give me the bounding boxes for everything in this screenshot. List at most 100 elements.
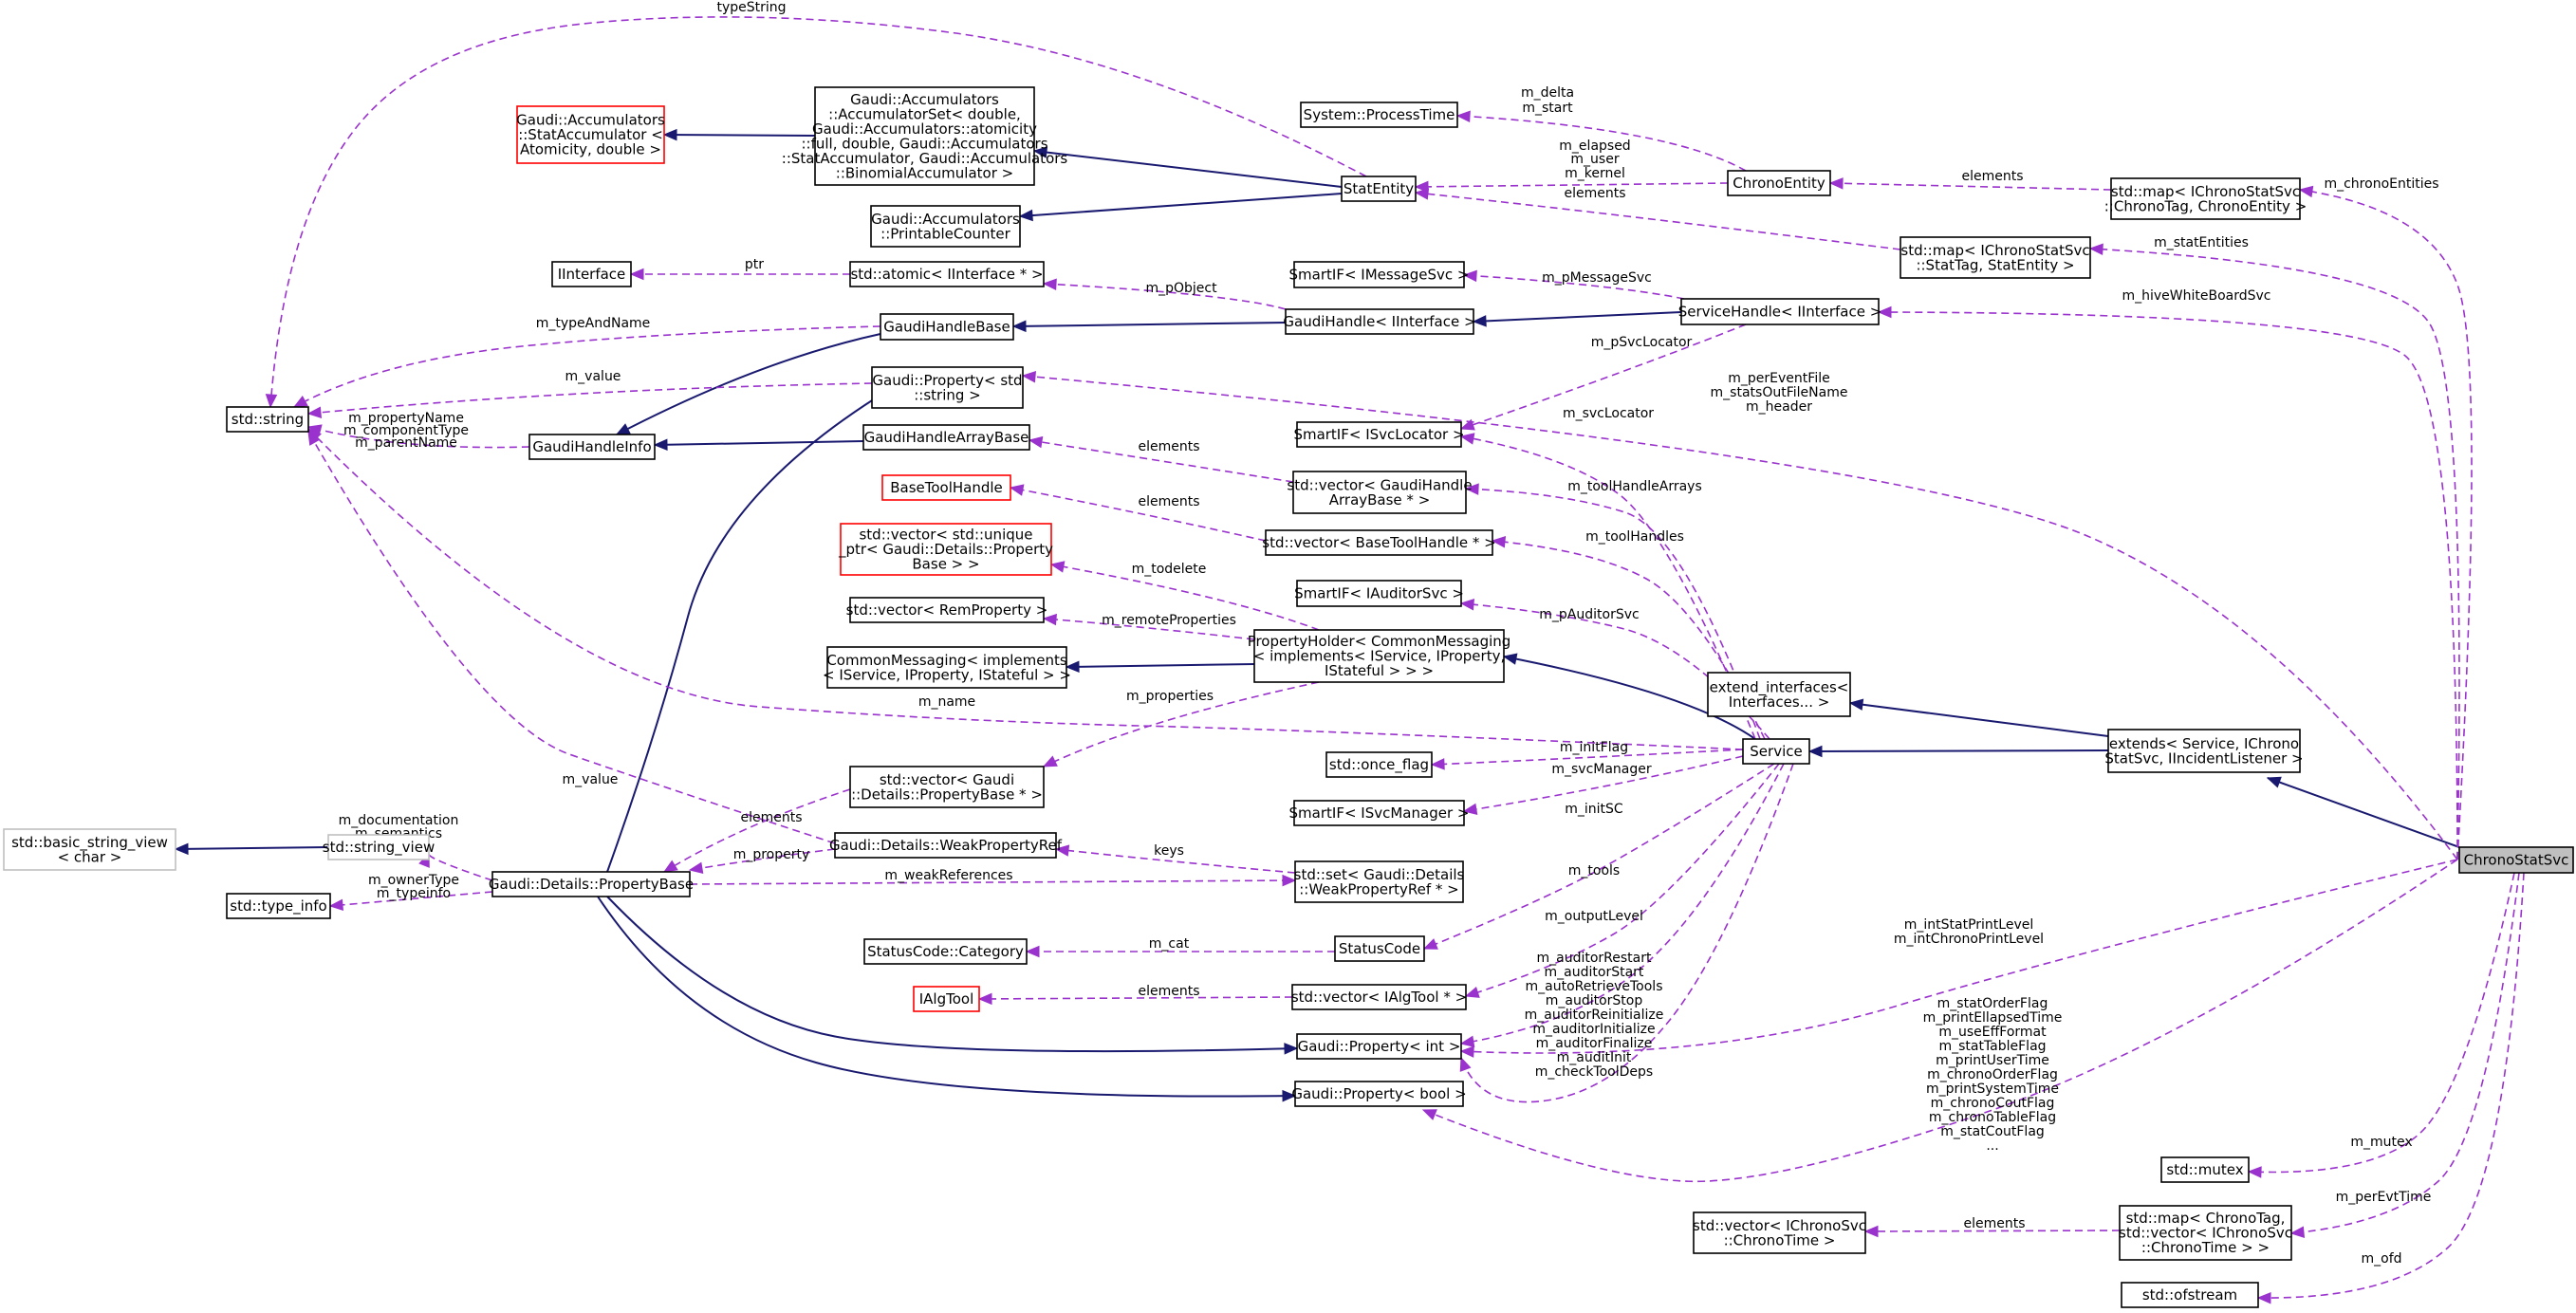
node-extend_interfaces[interactable]: extend_interfaces<Interfaces... > — [1707, 672, 1851, 717]
usage-arrowhead — [1462, 803, 1478, 816]
edge-label: m_header — [1746, 399, 1812, 415]
edge-propertyholder-service — [1502, 653, 1756, 740]
edge-elements_statentity: elements — [1414, 186, 1901, 250]
edge-label: m_auditorStop — [1546, 993, 1643, 1008]
usage-arrowhead — [292, 396, 308, 408]
node-std_once_flag[interactable]: std::once_flag — [1325, 751, 1433, 778]
node-commonmessaging[interactable]: CommonMessaging< implements< IService, I… — [823, 646, 1071, 689]
usage-arrowhead — [1491, 536, 1507, 548]
node-statuscode[interactable]: StatusCode — [1334, 935, 1425, 962]
node-box — [1285, 308, 1474, 335]
edge-m_perevttime: m_perEvtTime — [2289, 872, 2520, 1238]
node-label: std::map< IChronoStatSvc — [2111, 183, 2300, 200]
node-statuscode_category[interactable]: StatusCode::Category — [863, 938, 1028, 965]
node-label: IAlgTool — [919, 990, 974, 1008]
node-property_string[interactable]: Gaudi::Property< std::string > — [871, 366, 1024, 409]
node-gaudihandlebase[interactable]: GaudiHandleBase — [880, 313, 1014, 341]
node-vec_gaudihandlearraybase[interactable]: std::vector< GaudiHandleArrayBase * > — [1287, 471, 1473, 514]
node-propertybase[interactable]: Gaudi::Details::PropertyBase — [489, 871, 694, 897]
edge-printablecounter-statentity — [1018, 193, 1343, 222]
node-servicehandle[interactable]: ServiceHandle< IInterface > — [1678, 298, 1882, 325]
node-vec_ialgtool[interactable]: std::vector< IAlgTool * > — [1291, 984, 1467, 1010]
node-std_ofstream[interactable]: std::ofstream — [2121, 1282, 2259, 1308]
node-gaudihandleinfo[interactable]: GaudiHandleInfo — [528, 434, 656, 460]
node-map_chronotime[interactable]: std::map< ChronoTag,std::vector< IChrono… — [2119, 1205, 2292, 1261]
node-vec_basetoolhandle[interactable]: std::vector< BaseToolHandle * > — [1262, 529, 1496, 556]
edge-label: m_auditorStart — [1545, 965, 1644, 980]
inheritance-arrowhead — [653, 438, 668, 452]
node-vec_chronotime[interactable]: std::vector< IChronoSvc::ChronoTime > — [1693, 1211, 1866, 1254]
node-basetoolhandle[interactable]: BaseToolHandle — [881, 474, 1011, 501]
node-propertyholder[interactable]: PropertyHolder< CommonMessaging< impleme… — [1248, 629, 1511, 683]
node-string_view[interactable]: std::string_view — [323, 834, 435, 860]
edge-extend_interfaces-extends — [1848, 698, 2109, 737]
node-smartif_isvcmanager[interactable]: SmartIF< ISvcManager > — [1289, 800, 1470, 826]
node-box — [1292, 471, 1467, 514]
node-ialgtool[interactable]: IAlgTool — [913, 986, 980, 1012]
edge-label: m_chronoEntities — [2324, 176, 2438, 192]
node-set_weakpropertyref[interactable]: std::set< Gaudi::Details::WeakPropertyRe… — [1294, 860, 1465, 903]
node-service[interactable]: Service — [1742, 738, 1810, 765]
node-label: ::string > — [914, 386, 981, 403]
node-atomic_iinterface[interactable]: std::atomic< IInterface * > — [849, 261, 1045, 287]
node-iinterface[interactable]: IInterface — [551, 261, 632, 287]
usage-edge — [293, 325, 881, 408]
node-smartif_imessagesvc[interactable]: SmartIF< IMessageSvc > — [1289, 261, 1470, 288]
node-stataccumulator[interactable]: Gaudi::Accumulators::StatAccumulator <At… — [516, 105, 665, 164]
node-property_int[interactable]: Gaudi::Property< int > — [1296, 1033, 1462, 1060]
edge-label: m_kernel — [1565, 166, 1625, 181]
node-std_mutex[interactable]: std::mutex — [2160, 1156, 2250, 1183]
node-gaudihandle_iinterface[interactable]: GaudiHandle< IInterface > — [1283, 308, 1476, 335]
node-basic_string_view[interactable]: std::basic_string_view< char > — [3, 828, 176, 871]
node-vec_propertybase[interactable]: std::vector< Gaudi::Details::PropertyBas… — [849, 766, 1045, 808]
edge-m_chronoentities: m_chronoEntities — [2298, 176, 2473, 860]
usage-edge — [307, 428, 1744, 750]
node-map_stattag[interactable]: std::map< IChronoStatSvc::StatTag, StatE… — [1900, 236, 2091, 279]
edge-elements_propbase: elements — [662, 788, 851, 873]
inheritance-edge — [1033, 150, 1343, 188]
usage-edge — [1415, 182, 1729, 188]
node-vec_uniqueptr[interactable]: std::vector< std::unique_ptr< Gaudi::Det… — [838, 523, 1053, 576]
node-box — [913, 986, 980, 1012]
node-chronostatsvc[interactable]: ChronoStatSvc — [2458, 846, 2574, 874]
node-extends[interactable]: extends< Service, IChronoStatSvc, IIncid… — [2104, 729, 2304, 773]
node-statentity[interactable]: StatEntity — [1341, 176, 1417, 202]
node-label: ::ChronoTime > > — [2141, 1239, 2270, 1256]
node-label: StatSvc, IIncidentListener > — [2104, 749, 2303, 767]
node-box — [1294, 1081, 1464, 1107]
edge-label: m_hiveWhiteBoardSvc — [2122, 288, 2270, 304]
node-printablecounter[interactable]: Gaudi::Accumulators::PrintableCounter — [870, 205, 1021, 248]
edge-label: m_statTableFlag — [1938, 1039, 2046, 1054]
usage-arrowhead — [1459, 433, 1475, 445]
node-std_string[interactable]: std::string — [226, 406, 309, 433]
edge-ptr: ptr — [629, 257, 850, 281]
node-gaudihandlearraybase[interactable]: GaudiHandleArrayBase — [862, 424, 1030, 451]
node-smartif_isvclocator[interactable]: SmartIF< ISvcLocator > — [1293, 421, 1465, 448]
edge-label: m_remoteProperties — [1102, 613, 1236, 628]
usage-edge — [1431, 749, 1744, 766]
node-accumulatorset[interactable]: Gaudi::Accumulators::AccumulatorSet< dou… — [782, 86, 1068, 186]
node-label: GaudiHandleArrayBase — [864, 429, 1029, 446]
node-map_chronotag[interactable]: std::map< IChronoStatSvc::ChronoTag, Chr… — [2104, 177, 2307, 220]
edge-label: m_tools — [1568, 863, 1620, 878]
node-type_info[interactable]: std::type_info — [226, 893, 331, 919]
node-box — [834, 832, 1057, 859]
node-box — [849, 766, 1045, 808]
node-weakpropertyref[interactable]: Gaudi::Details::WeakPropertyRef — [829, 832, 1063, 859]
node-box — [849, 261, 1045, 287]
node-label: std::ofstream — [2142, 1286, 2237, 1304]
node-vec_remprop[interactable]: std::vector< RemProperty > — [846, 597, 1048, 623]
node-chronoentity[interactable]: ChronoEntity — [1727, 170, 1831, 196]
node-label: std::vector< GaudiHandle — [1287, 476, 1472, 493]
usage-edge — [1460, 324, 1747, 430]
inheritance-edge — [606, 390, 888, 873]
inheritance-edge — [1019, 193, 1343, 217]
node-processtime[interactable]: System::ProcessTime — [1300, 102, 1458, 128]
node-property_bool[interactable]: Gaudi::Property< bool > — [1291, 1081, 1467, 1107]
node-smartif_iauditorsvc[interactable]: SmartIF< IAuditorSvc > — [1294, 580, 1464, 607]
inheritance-edge — [606, 896, 1298, 1053]
node-box — [1293, 800, 1465, 826]
edge-extends-chronostatsvc — [2266, 776, 2460, 848]
inheritance-edge — [616, 333, 881, 435]
